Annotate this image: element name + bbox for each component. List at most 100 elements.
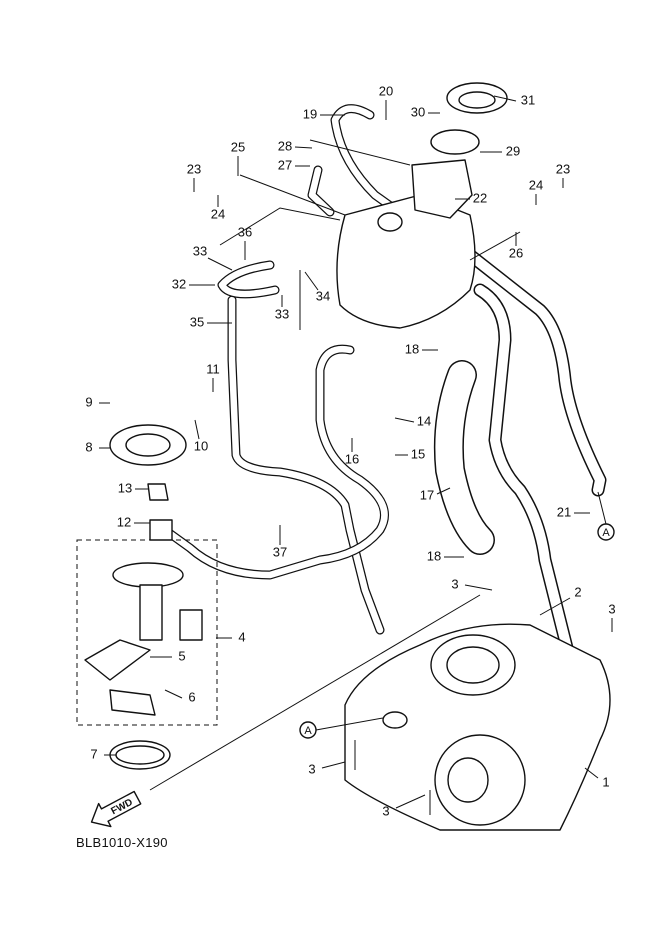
reference-mark-a-label: A [304, 725, 312, 737]
part-number-label: 5 [178, 648, 185, 663]
part-number-label: 36 [238, 224, 252, 239]
callout-9: 9 [85, 394, 110, 409]
part-number-label: 24 [211, 206, 225, 221]
part-number-label: 17 [420, 487, 434, 502]
reference-mark-a-label: A [602, 527, 610, 539]
callout-3: 3 [451, 576, 493, 591]
part-number-label: 13 [118, 480, 132, 495]
callout-22: 22 [455, 190, 487, 205]
part-number-label: 18 [405, 341, 419, 356]
callout-14: 14 [394, 413, 431, 428]
hoses [160, 104, 607, 687]
callout-36: 36 [238, 224, 252, 260]
part-number-label: 2 [574, 584, 581, 599]
part-number-label: 10 [194, 438, 208, 453]
part-number-label: 12 [117, 514, 131, 529]
callout-18: 18 [427, 548, 464, 563]
part-number-label: 28 [278, 138, 292, 153]
callout-18: 18 [405, 341, 438, 356]
part-number-label: 26 [509, 245, 523, 260]
part-number-label: 20 [379, 83, 393, 98]
part-number-label: 30 [411, 104, 425, 119]
callout-27: 27 [278, 157, 310, 172]
part-number-label: 25 [231, 139, 245, 154]
part-number-label: 33 [193, 243, 207, 258]
callout-21: 21 [557, 504, 590, 519]
callout-26: 26 [509, 232, 523, 260]
callout-35: 35 [190, 314, 232, 329]
part-number-label: 8 [85, 439, 92, 454]
callout-25: 25 [231, 139, 245, 176]
leader-line [207, 257, 233, 271]
callout-3: 3 [382, 794, 426, 818]
part-number-label: 35 [190, 314, 204, 329]
part-number-label: 4 [238, 629, 245, 644]
fuel-pump [84, 424, 203, 770]
callout-29: 29 [480, 143, 520, 158]
leader-line [436, 487, 451, 495]
callout-24: 24 [529, 177, 543, 205]
reference-lines [149, 139, 521, 815]
leader-line [584, 767, 599, 779]
part-number-label: 19 [303, 106, 317, 121]
callout-33: 33 [275, 295, 289, 321]
reference-mark-a-2: A [299, 717, 384, 739]
part-number-label: 7 [90, 746, 97, 761]
part-number-label: 33 [275, 306, 289, 321]
callout-3: 3 [308, 761, 346, 776]
callout-17: 17 [420, 487, 451, 502]
leader-line [493, 95, 517, 102]
callout-4: 4 [216, 629, 246, 644]
callout-16: 16 [345, 438, 359, 466]
callout-13: 13 [118, 480, 148, 495]
part-number-label: 18 [427, 548, 441, 563]
part-number-label: 29 [506, 143, 520, 158]
callout-24: 24 [211, 195, 225, 221]
callout-19: 19 [303, 106, 345, 121]
part-number-label: 22 [473, 190, 487, 205]
reservoir-tank [336, 129, 480, 329]
callout-32: 32 [172, 276, 215, 291]
callout-23: 23 [556, 161, 570, 188]
callout-5: 5 [150, 648, 186, 663]
part-number-label: 11 [206, 361, 220, 376]
callout-23: 23 [187, 161, 201, 192]
callout-33: 33 [193, 243, 233, 271]
part-number-label: 21 [557, 504, 571, 519]
leader-line [294, 146, 313, 149]
part-number-label: 9 [85, 394, 92, 409]
leader-line [539, 597, 571, 616]
callout-11: 11 [206, 361, 220, 392]
reference-mark-a: A [597, 491, 615, 541]
part-number-label: 3 [451, 576, 458, 591]
part-number-label: 27 [278, 157, 292, 172]
callout-12: 12 [117, 514, 150, 529]
part-number-label: 3 [608, 601, 615, 616]
leader-line [464, 584, 493, 591]
callout-30: 30 [411, 104, 440, 119]
part-number-label: 32 [172, 276, 186, 291]
part-number-label: 15 [411, 446, 425, 461]
callout-2: 2 [539, 584, 582, 616]
callout-6: 6 [164, 689, 196, 704]
drawing-code: BLB1010-X190 [76, 835, 168, 850]
leader-line [394, 417, 415, 423]
part-number-label: 34 [316, 288, 330, 303]
part-number-label: 6 [188, 689, 195, 704]
part-number-label: 16 [345, 451, 359, 466]
part-number-label: 3 [308, 761, 315, 776]
fuel-tank [344, 623, 611, 831]
forward-direction-arrow: FWD [90, 790, 142, 828]
part-number-label: 14 [417, 413, 431, 428]
part-number-label: 24 [529, 177, 543, 192]
callout-31: 31 [493, 92, 535, 107]
part-number-label: 1 [602, 774, 609, 789]
part-number-label: 3 [382, 803, 389, 818]
leader-line [304, 271, 319, 291]
part-number-label: 23 [187, 161, 201, 176]
part-number-label: 31 [521, 92, 535, 107]
callout-1: 1 [584, 767, 610, 789]
callout-28: 28 [278, 138, 313, 153]
callout-8: 8 [85, 439, 110, 454]
